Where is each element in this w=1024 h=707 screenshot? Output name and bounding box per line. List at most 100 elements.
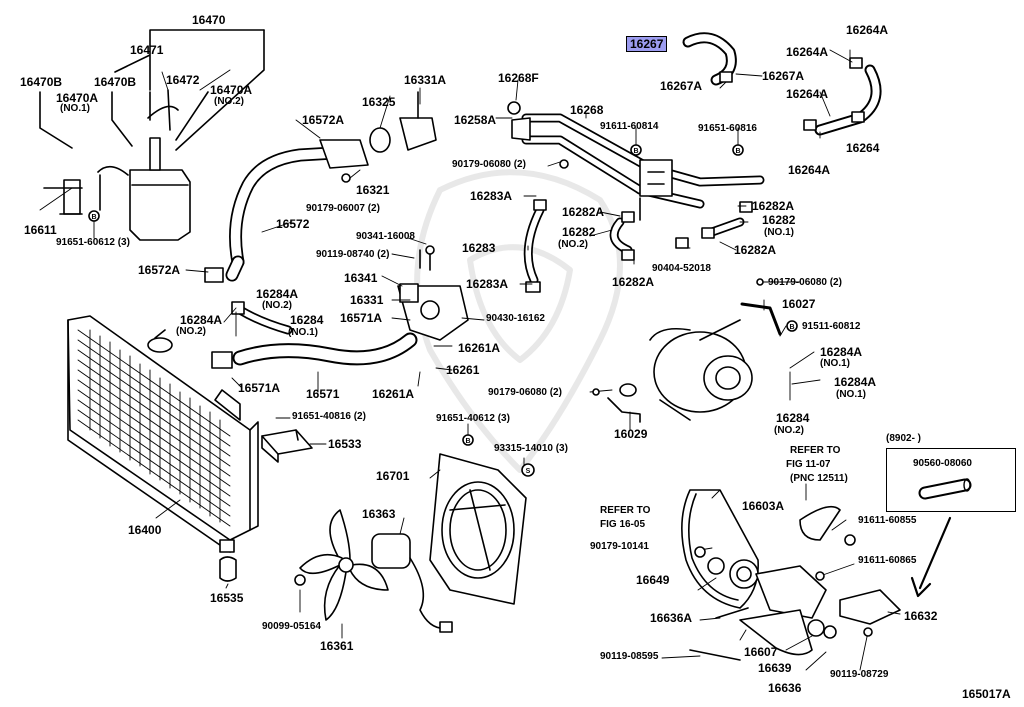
ref-a-line2: FIG 11-07 <box>786 459 831 470</box>
label-16267-highlighted: 16267 <box>626 36 668 52</box>
svg-text:B: B <box>465 438 470 445</box>
label-16470a-1: 16470A <box>56 91 99 105</box>
label-16282: 16282 <box>562 225 596 239</box>
label-90119-08729: 90119-08729 <box>830 669 889 680</box>
label-90179-06080-a: 90179-06080 (2) <box>452 159 526 170</box>
label-16264a-4: 16264A <box>788 163 831 177</box>
label-16264a-3: 16264A <box>786 87 829 101</box>
label-91611-60814: 91611-60814 <box>600 121 659 132</box>
drive-belt <box>681 489 759 609</box>
svg-text:B: B <box>91 214 96 221</box>
label-16363: 16363 <box>362 507 396 521</box>
label-16607: 16607 <box>744 645 778 659</box>
leader-lines <box>39 49 901 671</box>
inset-hose-drawing <box>918 478 972 500</box>
label-16341: 16341 <box>344 271 378 285</box>
label-16282-note2: (NO.2) <box>558 239 588 250</box>
label-91651-60612: 91651-60612 (3) <box>56 237 130 248</box>
label-16400: 16400 <box>128 523 162 537</box>
label-16571a-left: 16571A <box>238 381 281 395</box>
label-16283a-a: 16283A <box>470 189 513 203</box>
label-16535: 16535 <box>210 591 244 605</box>
label-16282a-a: 16282A <box>562 205 605 219</box>
inset-arrow-head <box>910 576 932 598</box>
label-16571: 16571 <box>306 387 340 401</box>
label-16264: 16264 <box>846 141 880 155</box>
label-16284a-l2-note: (NO.2) <box>176 326 206 337</box>
svg-text:B: B <box>735 148 740 155</box>
label-16611: 16611 <box>24 223 57 237</box>
label-16572a-top: 16572A <box>302 113 345 127</box>
label-90119-08740: 90119-08740 (2) <box>316 249 390 260</box>
radiator-support <box>261 429 313 463</box>
svg-text:B: B <box>633 148 638 155</box>
inset-box: 90560-08060 <box>886 448 1016 512</box>
inset-arrow <box>918 516 952 590</box>
label-16027: 16027 <box>782 297 816 311</box>
label-16267a-b: 16267A <box>660 79 703 93</box>
ref-a-line1: REFER TO <box>790 445 841 456</box>
label-16572a-low: 16572A <box>138 263 181 277</box>
label-16701: 16701 <box>376 469 410 483</box>
label-91651-40816: 91651-40816 (2) <box>292 411 366 422</box>
label-90099-05164: 90099-05164 <box>262 621 321 632</box>
label-91651-40612: 91651-40612 (3) <box>436 413 510 424</box>
label-16268f: 16268F <box>498 71 539 85</box>
fasteners <box>88 144 873 637</box>
water-hoses <box>523 199 753 293</box>
label-16284-l-note: (NO.1) <box>288 327 318 338</box>
label-16331a: 16331A <box>404 73 447 87</box>
pulley-bracket <box>689 565 901 661</box>
label-16533: 16533 <box>328 437 362 451</box>
label-16632: 16632 <box>904 609 938 623</box>
diagram-id: 165017A <box>962 687 1011 701</box>
label-91611-60865: 91611-60865 <box>858 555 917 566</box>
label-16261a-b: 16261A <box>372 387 415 401</box>
label-16284a-r1-note: (NO.1) <box>820 358 850 369</box>
upper-radiator-hose <box>204 139 369 283</box>
ref-b-line1: REFER TO <box>600 505 651 516</box>
fan-shroud <box>429 453 527 605</box>
turbocharger <box>607 302 782 423</box>
label-91511-60812: 91511-60812 <box>802 321 861 332</box>
label-90179-06080-c: 90179-06080 (2) <box>488 387 562 398</box>
label-16284-l: 16284 <box>290 313 324 327</box>
label-16361: 16361 <box>320 639 354 653</box>
ref-a-line3: (PNC 12511) <box>790 473 848 484</box>
label-91651-60816: 91651-60816 <box>698 123 757 134</box>
label-16283: 16283 <box>462 241 496 255</box>
label-16321: 16321 <box>356 183 390 197</box>
alternator-bracket-ref <box>799 505 841 541</box>
fan-motor <box>371 533 453 633</box>
label-90404-52018: 90404-52018 <box>652 263 711 274</box>
label-16284a-r2-note: (NO.1) <box>836 389 866 400</box>
hose-16264 <box>803 57 882 136</box>
thermostat <box>369 91 437 153</box>
label-16470: 16470 <box>192 13 226 27</box>
label-91611-60855: 91611-60855 <box>858 515 917 526</box>
label-16470b-b: 16470B <box>94 75 137 89</box>
label-16571a-right: 16571A <box>340 311 383 325</box>
water-pipe <box>507 101 765 221</box>
label-16636: 16636 <box>768 681 802 695</box>
label-16261a-a: 16261A <box>458 341 501 355</box>
label-16325: 16325 <box>362 95 396 109</box>
hose-16267 <box>682 32 737 86</box>
label-16284-r: 16284 <box>776 411 810 425</box>
label-90430-16162: 90430-16162 <box>486 313 545 324</box>
label-16284a-l1: 16284A <box>256 287 299 301</box>
label-16029: 16029 <box>614 427 648 441</box>
inset-part-label: 90560-08060 <box>913 458 972 469</box>
label-16649: 16649 <box>636 573 670 587</box>
label-16331: 16331 <box>350 293 384 307</box>
cooling-fan <box>299 509 389 621</box>
svg-text:S: S <box>526 468 531 475</box>
label-16282a-c: 16282A <box>734 243 777 257</box>
label-16258a: 16258A <box>454 113 497 127</box>
label-16261: 16261 <box>446 363 480 377</box>
label-16471: 16471 <box>130 43 164 57</box>
label-16572: 16572 <box>276 217 310 231</box>
